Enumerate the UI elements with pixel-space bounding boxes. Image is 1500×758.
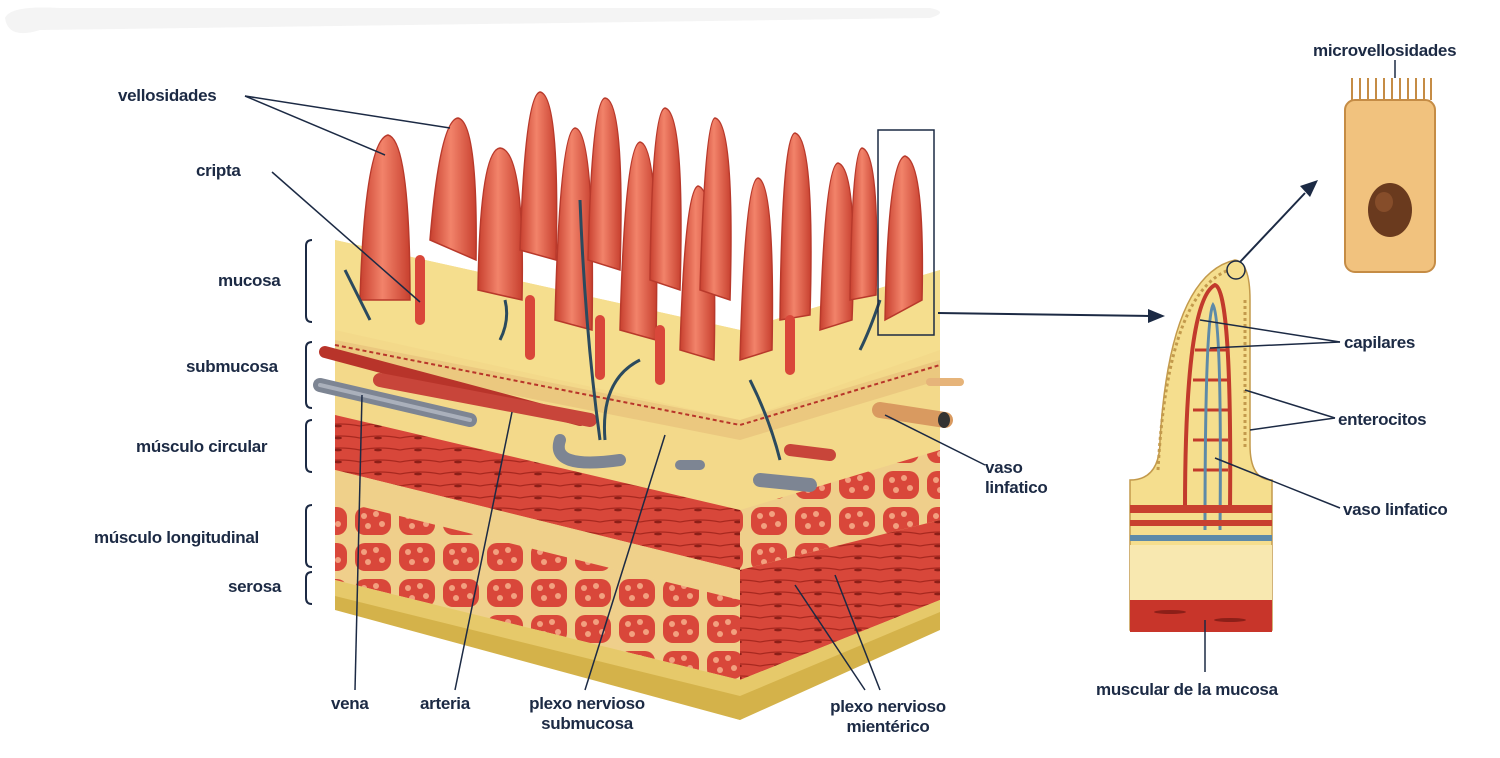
label-submucosa: submucosa (186, 357, 278, 376)
villus-highlight-box (877, 129, 935, 336)
label-vaso-linfatico-detail: vaso linfatico (1343, 500, 1448, 519)
label-mucosa: mucosa (218, 271, 281, 290)
villi (335, 91, 940, 461)
label-vaso-linfatico-line2: linfatico (985, 478, 1048, 497)
label-enterocitos: enterocitos (1338, 410, 1427, 429)
label-arteria: arteria (420, 694, 470, 713)
villus-detail (1129, 259, 1273, 632)
label-capilares: capilares (1344, 333, 1416, 352)
label-vellosidades: vellosidades (118, 86, 217, 105)
label-plexo-submucosa: plexo nervioso submucosa (512, 694, 662, 734)
label-cripta: cripta (196, 161, 241, 180)
enterocyte (1344, 78, 1436, 273)
label-vaso-linfatico: vaso linfatico (985, 458, 1048, 498)
label-muscular-de-la-mucosa: muscular de la mucosa (1096, 680, 1278, 699)
label-vena: vena (331, 694, 369, 713)
label-plexo-mienterico: plexo nervioso mientérico (808, 697, 968, 737)
vessels (313, 346, 964, 492)
label-plexo-mienterico-line1: plexo nervioso (830, 697, 946, 716)
block-right-face (740, 270, 940, 720)
label-musculo-longitudinal: músculo longitudinal (94, 528, 259, 547)
label-plexo-submucosa-line1: plexo nervioso (529, 694, 645, 713)
label-microvellosidades: microvellosidades (1313, 41, 1457, 60)
label-serosa: serosa (228, 577, 282, 596)
label-plexo-submucosa-line2: submucosa (541, 714, 633, 733)
layer-brackets (305, 239, 313, 605)
leader-lines (244, 60, 1396, 691)
label-plexo-mienterico-line2: mientérico (846, 717, 930, 736)
page-curl (5, 7, 940, 34)
label-musculo-circular: músculo circular (136, 437, 268, 456)
label-vaso-linfatico-line1: vaso (985, 458, 1023, 477)
